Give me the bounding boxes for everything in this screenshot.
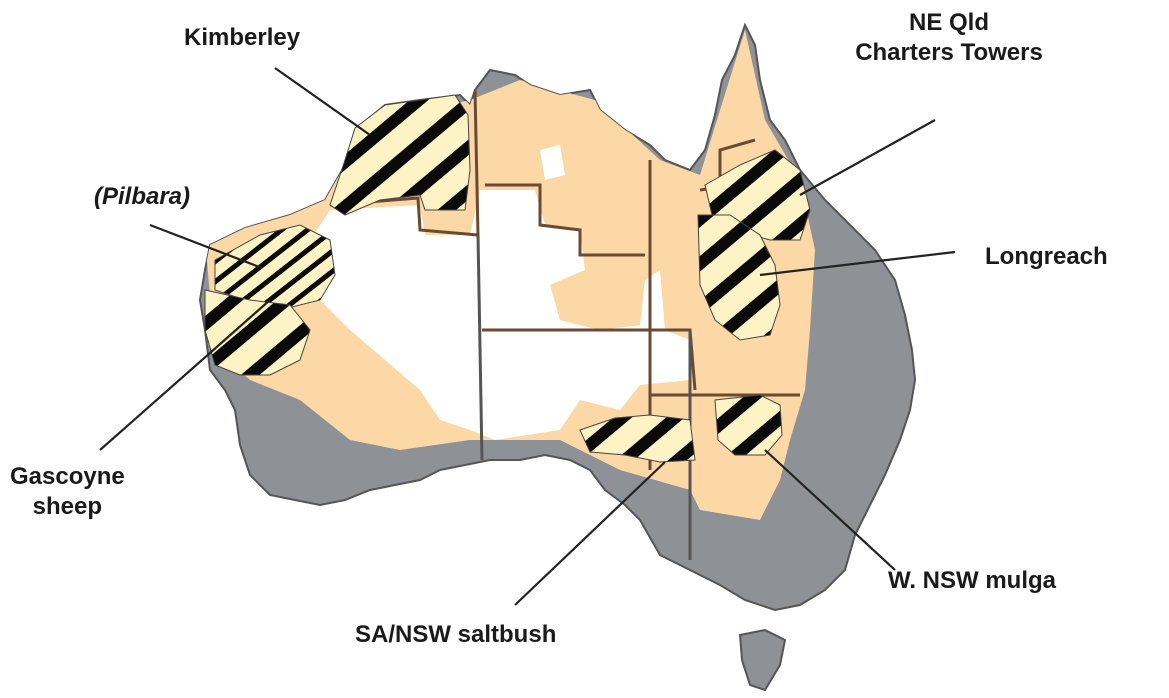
region-sa-nsw	[579, 414, 696, 463]
label-longreach: Longreach	[985, 243, 1108, 270]
label-gascoyne: Gascoyne sheep	[10, 462, 125, 522]
non-rangeland-area-2	[540, 145, 565, 180]
mainland	[198, 22, 917, 612]
leader-gascoyne	[99, 299, 271, 451]
label-w-nsw: W. NSW mulga	[888, 567, 1056, 594]
leader-w-nsw	[764, 449, 896, 571]
label-gascoyne-line2: sheep	[32, 493, 103, 520]
region-pilbara	[214, 224, 336, 311]
region-longreach	[697, 214, 781, 341]
leader-ne-qld	[799, 119, 936, 196]
region-w-nsw	[714, 394, 783, 456]
label-ne-qld: NE Qld Charters Towers	[804, 8, 1094, 68]
label-gascoyne-line1: Gascoyne	[10, 463, 125, 490]
leader-pilbara	[149, 223, 263, 270]
label-pilbara: (Pilbara)	[94, 183, 191, 210]
tasmania	[738, 628, 787, 692]
label-ne-qld-line1: NE Qld	[908, 9, 989, 36]
study-regions	[204, 94, 811, 463]
leader-lines	[99, 67, 956, 606]
region-kimberley	[329, 94, 471, 216]
leader-kimberley	[274, 67, 371, 136]
label-ne-qld-line2: Charters Towers	[855, 39, 1043, 66]
non-rangeland-area	[300, 190, 690, 440]
label-kimberley: Kimberley	[184, 24, 301, 51]
region-gascoyne	[204, 289, 311, 376]
leader-sa-nsw	[514, 461, 666, 606]
leader-longreach	[759, 250, 956, 277]
label-sa-nsw: SA/NSW saltbush	[355, 621, 557, 648]
